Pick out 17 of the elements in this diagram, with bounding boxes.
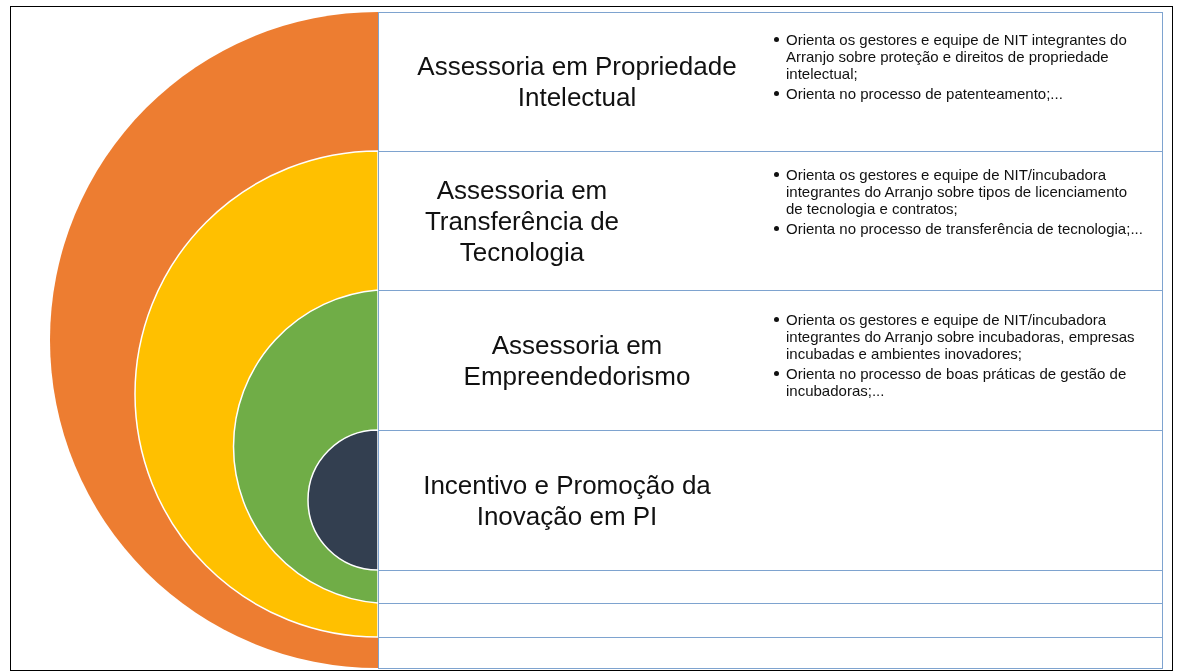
bullet-text: Orienta no processo de transferência de tecnologia;...	[786, 220, 1143, 237]
table-row	[378, 430, 1163, 571]
bullet-text: Orienta no processo de boas práticas de gestão de incubadoras;...	[786, 365, 1127, 399]
empty-table-row	[378, 570, 1163, 604]
bullet-text: Orienta os gestores e equipe de NIT integrantes do Arranjo sobre proteção e direitos de propriedade intelectual;	[786, 31, 1127, 82]
bullet-text: Orienta no processo de patenteamento;...	[786, 85, 1063, 102]
bullet-text: Orienta os gestores e equipe de NIT/incubadora integrantes do Arranjo sobre tipos de licenciamento de tecnologia e contratos;	[786, 166, 1128, 217]
empty-table-row	[378, 637, 1163, 669]
row-heading: Assessoria em Transferência de Tecnologia	[423, 174, 621, 268]
table-row	[378, 12, 1163, 152]
table-row	[378, 290, 1163, 431]
row-heading: Assessoria em Propriedade Intelectual	[416, 51, 738, 113]
empty-table-row	[378, 603, 1163, 638]
row-heading: Incentivo e Promoção da Inovação em PI	[422, 469, 712, 532]
table-row	[378, 151, 1163, 291]
row-heading: Assessoria em Empreendedorismo	[462, 329, 692, 392]
bullet-text: Orienta os gestores e equipe de NIT/incubadora integrantes do Arranjo sobre incubadoras, empresas incubadas e ambientes inovadores;	[786, 311, 1135, 362]
